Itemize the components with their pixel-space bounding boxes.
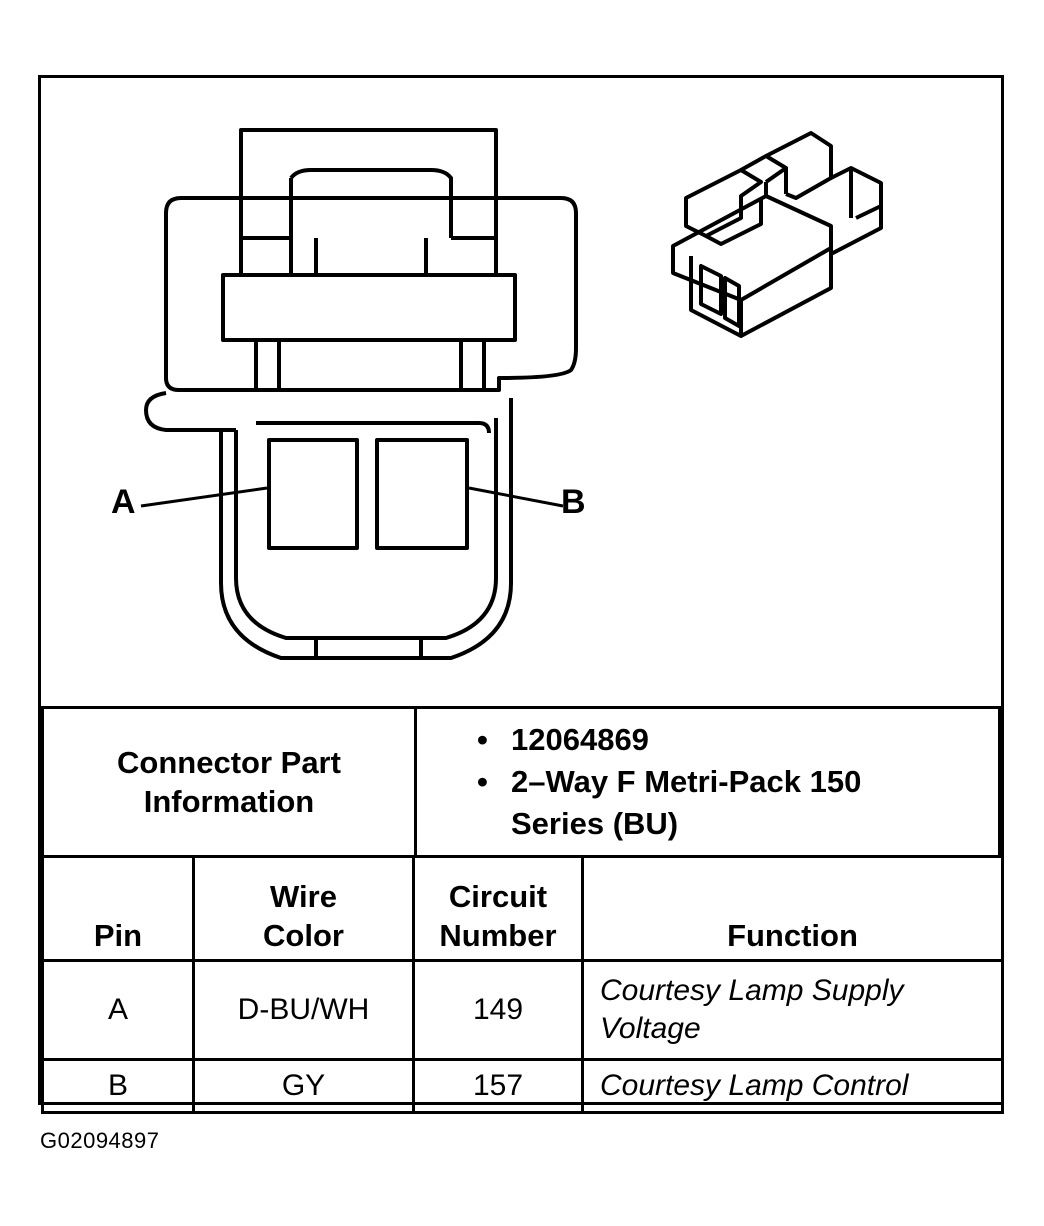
connector-face-view (140, 128, 883, 660)
connector-part-info-values: 12064869 2–Way F Metri-Pack 150 Series (… (414, 706, 1001, 858)
connector-type: 2–Way F Metri-Pack 150 Series (BU) (477, 761, 871, 845)
pin-cell: A (41, 959, 195, 1061)
function-cell: Courtesy Lamp Control (581, 1058, 1004, 1114)
connector-drawing: A B (41, 78, 1001, 706)
wire-color-cell: D-BU/WH (192, 959, 415, 1061)
pin-header: Pin (41, 855, 195, 962)
connector-part-info-table: Connector Part Information 12064869 2–Wa… (41, 706, 1001, 858)
table-row: B GY 157 Courtesy Lamp Control (41, 1058, 1004, 1114)
circuit-cell: 157 (412, 1058, 584, 1114)
connector-part-info-label: Connector Part Information (41, 706, 417, 858)
part-number: 12064869 (477, 719, 998, 761)
figure-id: G02094897 (40, 1128, 160, 1153)
pin-cell: B (41, 1058, 195, 1114)
pin-table: Pin Wire Color Circuit Number Function A… (41, 855, 1004, 1114)
pin-a-label: A (111, 483, 136, 521)
diagram-frame: A B Connector Part Information 12064869 … (38, 75, 1004, 1114)
circuit-cell: 149 (412, 959, 584, 1061)
function-cell: Courtesy Lamp Supply Voltage (581, 959, 1004, 1061)
circuit-number-header: Circuit Number (412, 855, 584, 962)
pin-b-label: B (561, 483, 586, 521)
function-header: Function (581, 855, 1004, 962)
wire-color-header: Wire Color (192, 855, 415, 962)
wire-color-cell: GY (192, 1058, 415, 1114)
table-row: A D-BU/WH 149 Courtesy Lamp Supply Volta… (41, 959, 1004, 1061)
